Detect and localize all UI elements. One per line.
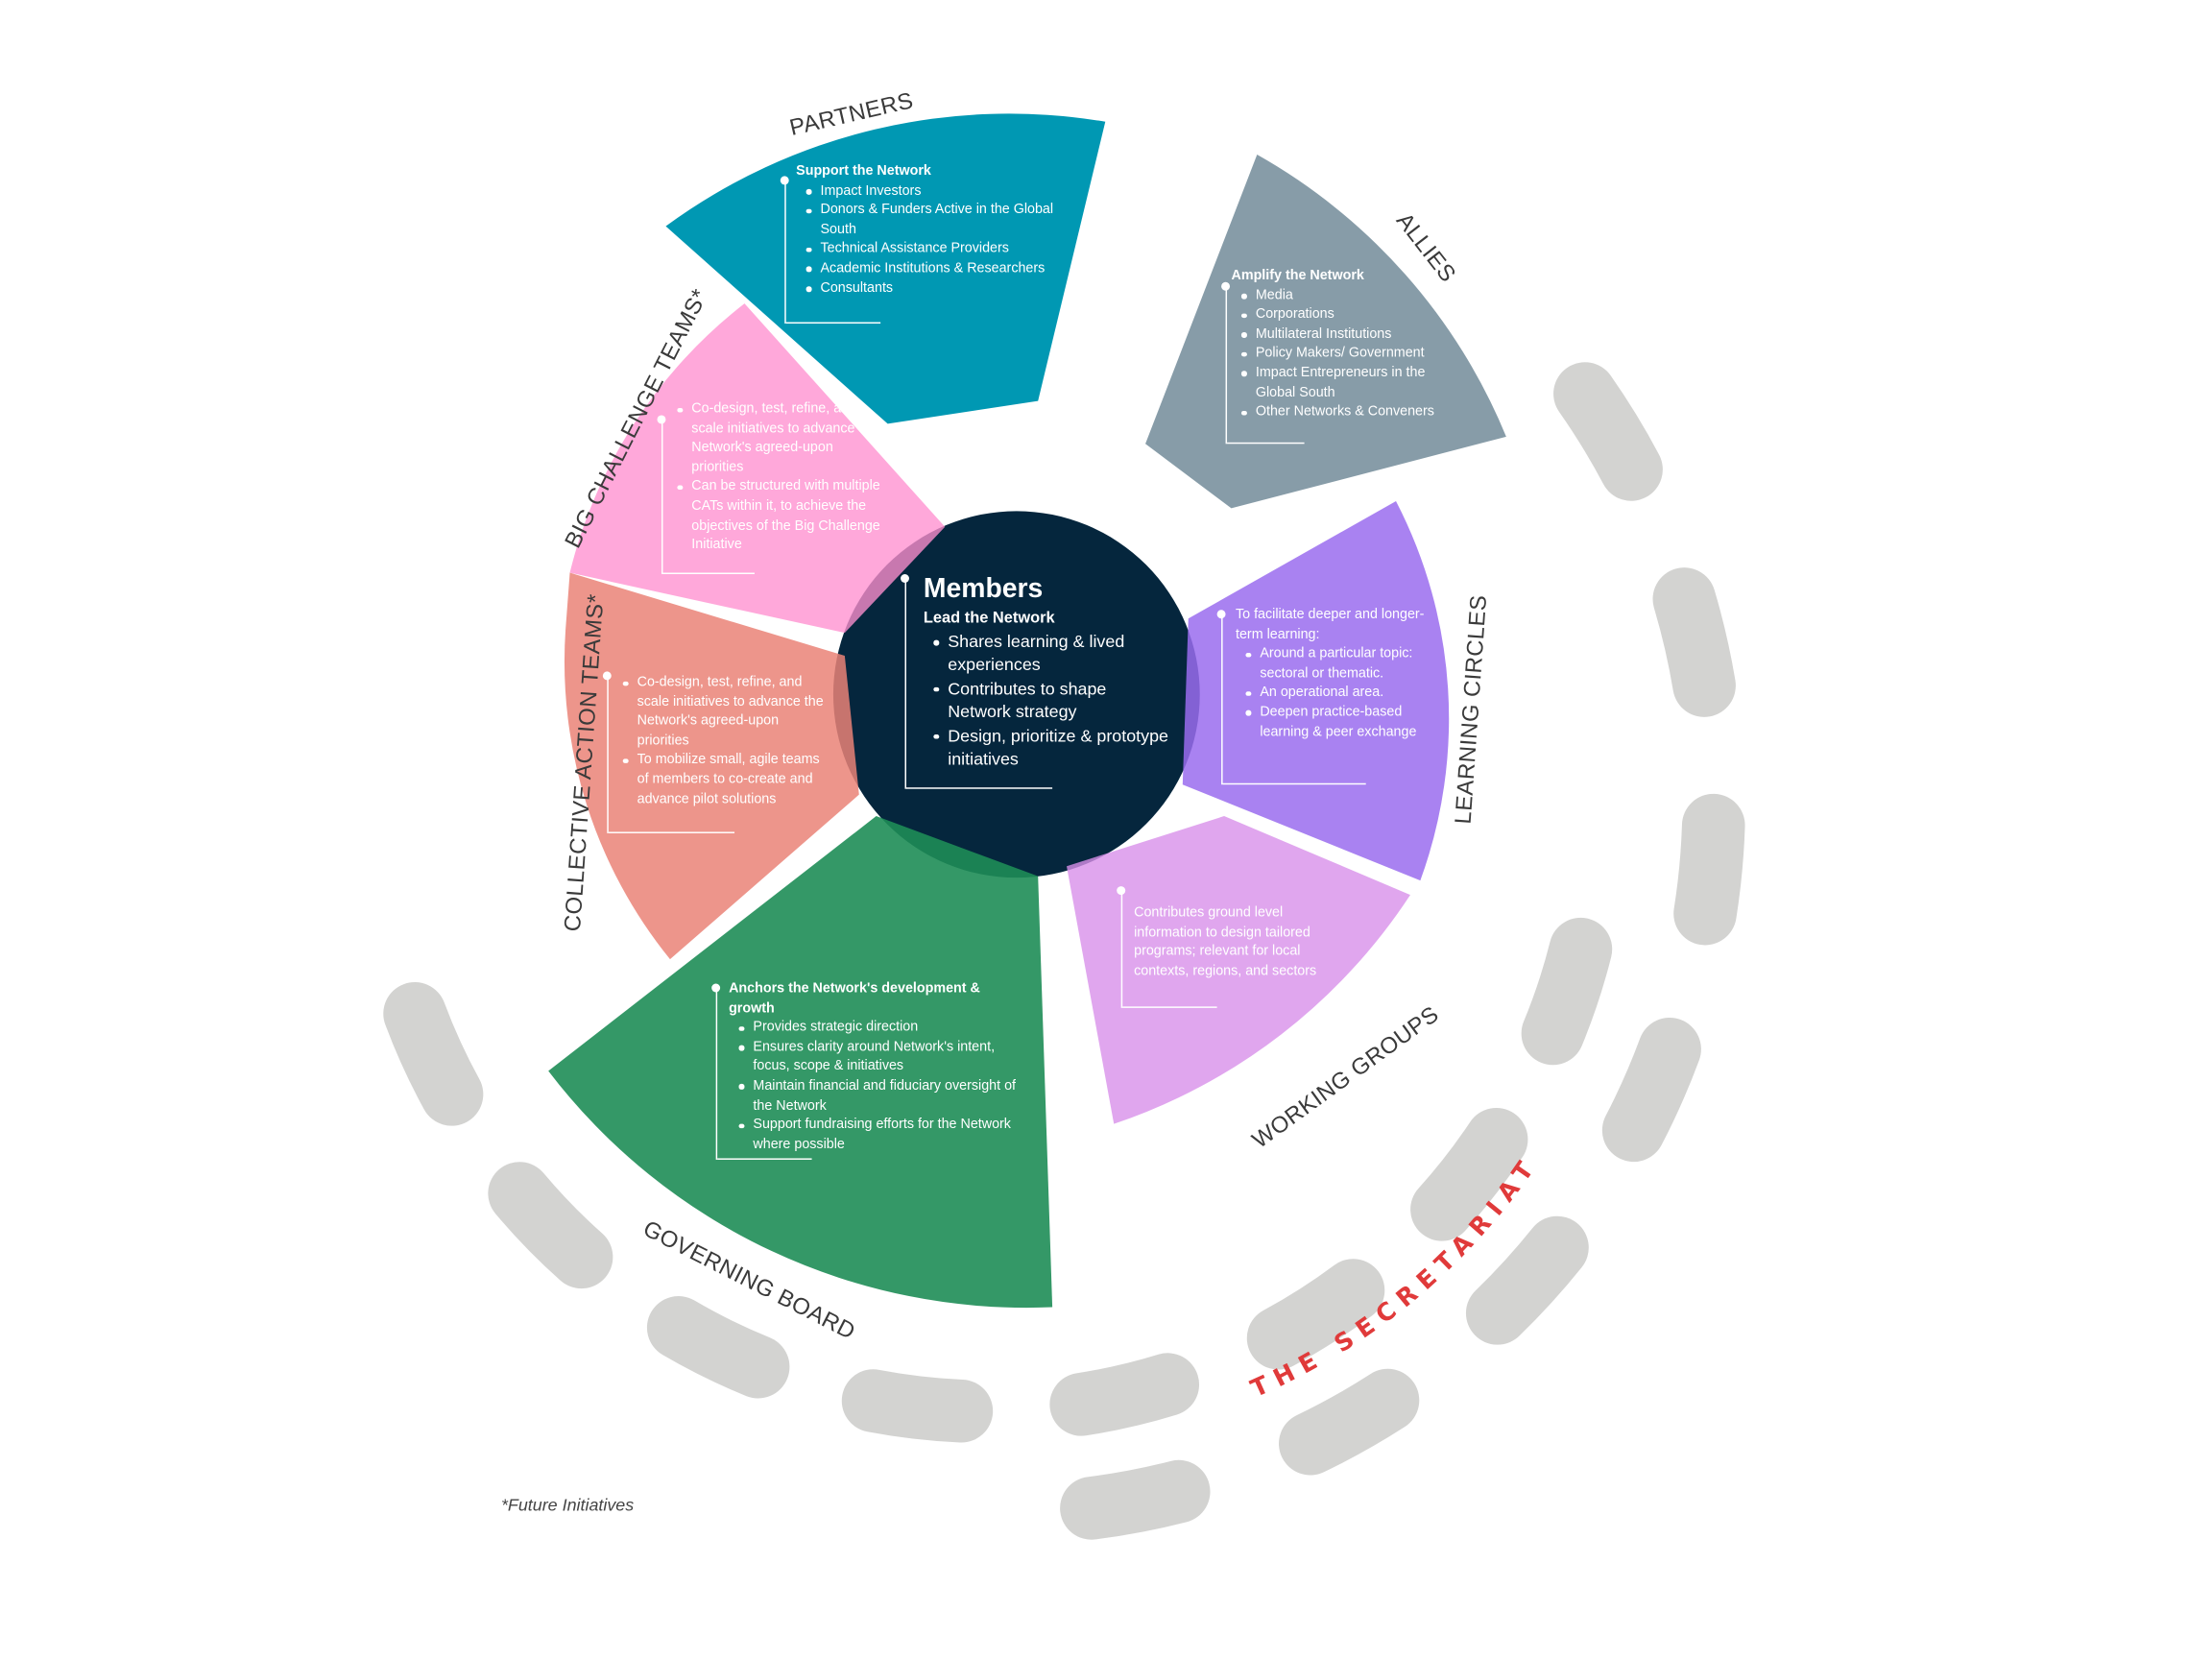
collective-action-block: Co-design, test, refine, and scale initi… xyxy=(613,673,828,809)
list-item: Deepen practice-based learning & peer ex… xyxy=(1245,703,1435,742)
partners-sector xyxy=(665,113,1106,424)
list-item: An operational area. xyxy=(1245,684,1435,703)
working-groups-text: Contributes ground level information to … xyxy=(1134,904,1317,979)
partners-title: Support the Network xyxy=(796,163,931,180)
learning-intro: To facilitate deeper and longer-term lea… xyxy=(1235,607,1425,642)
working-groups-block: Contributes ground level information to … xyxy=(1134,903,1334,981)
members-title: Members xyxy=(923,574,1044,605)
governing-title: Anchors the Network's development & grow… xyxy=(729,980,980,1017)
big-challenge-sector xyxy=(569,303,946,634)
list-item: Maintain financial and fiduciary oversig… xyxy=(738,1076,1022,1116)
list-item: Corporations xyxy=(1240,305,1460,325)
list-item: Provides strategic direction xyxy=(738,1019,1022,1038)
big-challenge-block: Co-design, test, refine, and scale initi… xyxy=(667,399,882,555)
secretariat-outer-dashes xyxy=(946,362,1745,1546)
list-item: Multilateral Institutions xyxy=(1240,325,1460,344)
secretariat-ring xyxy=(382,362,1745,1546)
allies-bracket xyxy=(1221,281,1305,445)
governing-board-sector xyxy=(548,816,1053,1309)
members-block: Members Lead the Network Shares learning… xyxy=(924,573,1174,771)
collective-action-sector xyxy=(564,572,859,960)
list-item: Impact Entrepreneurs in the Global South xyxy=(1240,364,1460,403)
working-groups-bracket xyxy=(1117,886,1217,1008)
members-subtitle: Lead the Network xyxy=(923,610,1055,628)
list-item: Ensures clarity around Network's intent,… xyxy=(738,1038,1022,1077)
list-item: Other Networks & Conveners xyxy=(1240,402,1460,421)
list-item: Around a particular topic: sectoral or t… xyxy=(1245,644,1435,684)
members-bracket xyxy=(901,574,1053,789)
list-item: Media xyxy=(1240,286,1460,305)
members-circle xyxy=(832,511,1200,878)
list-item: Consultants xyxy=(805,278,1054,298)
learning-circles-sector xyxy=(1182,500,1450,881)
list-item: Shares learning & lived experiences xyxy=(933,630,1174,677)
governing-board-bracket xyxy=(711,983,812,1160)
list-item: Contributes to shape Network strategy xyxy=(933,677,1174,724)
allies-title: Amplify the Network xyxy=(1231,267,1364,284)
list-item: Policy Makers/ Government xyxy=(1240,344,1460,363)
secretariat-inner-dashes xyxy=(382,917,1613,1444)
footnote: *Future Initiatives xyxy=(500,1494,635,1515)
list-item: Support fundraising efforts for the Netw… xyxy=(738,1116,1022,1155)
list-item: Design, prioritize & prototype initiativ… xyxy=(933,724,1174,771)
big-challenge-bracket xyxy=(657,415,755,575)
learning-circles-bracket xyxy=(1216,610,1366,785)
list-item: Co-design, test, refine, and scale initi… xyxy=(622,673,828,751)
governing-board-block: Anchors the Network's development & grow… xyxy=(729,979,1022,1154)
learning-circles-block: To facilitate deeper and longer-term lea… xyxy=(1236,606,1436,742)
list-item: Can be structured with multiple CATs wit… xyxy=(677,477,881,555)
list-item: Academic Institutions & Researchers xyxy=(805,259,1054,278)
partners-bracket xyxy=(781,176,881,325)
list-item: Co-design, test, refine, and scale initi… xyxy=(677,399,881,477)
list-item: Donors & Funders Active in the Global So… xyxy=(805,201,1054,240)
allies-sector xyxy=(1145,155,1506,509)
working-groups-sector xyxy=(1067,816,1410,1124)
collective-action-bracket xyxy=(603,671,735,833)
list-item: To mobilize small, agile teams of member… xyxy=(622,751,828,809)
list-item: Impact Investors xyxy=(805,181,1054,201)
list-item: Technical Assistance Providers xyxy=(805,240,1054,259)
